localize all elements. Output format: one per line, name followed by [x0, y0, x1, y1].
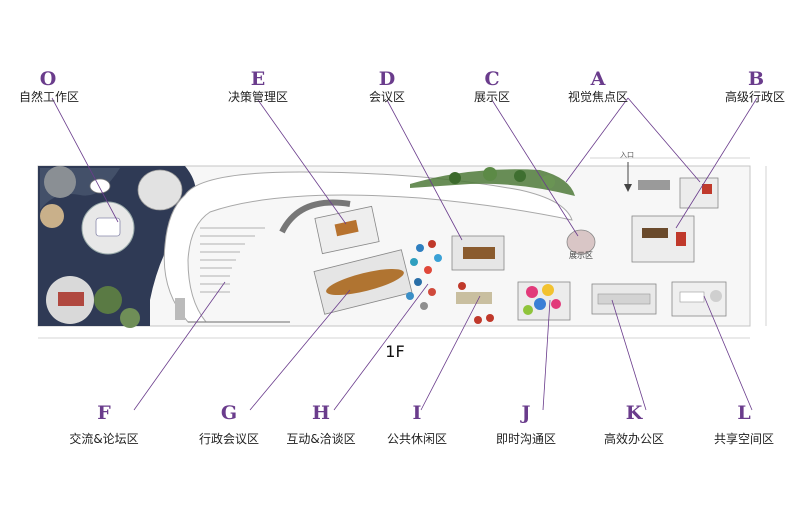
entrance-tag: 入口: [620, 151, 634, 159]
leader-lines: [51, 97, 758, 411]
zone-letter-j: J: [521, 402, 531, 424]
zone-label-meeting: 会议区: [368, 90, 405, 104]
zone-letter-l: L: [737, 402, 751, 424]
zone-label-decision-management: 决策管理区: [227, 90, 288, 104]
zone-label-natural-work: 自然工作区: [18, 90, 79, 104]
zone-label-public-leisure: 公共休闲区: [386, 432, 447, 446]
round-seat: [44, 166, 76, 198]
meeting-table: [463, 247, 495, 259]
sofa: [456, 292, 492, 304]
meeting-table: [58, 292, 84, 306]
round-seat: [40, 204, 64, 228]
zone-letter-h: H: [312, 402, 330, 424]
zone-label-exchange-forum: 交流&论坛区: [69, 432, 139, 446]
zone-label-instant-communication: 即时沟通区: [495, 432, 556, 446]
plant: [94, 286, 122, 314]
zone-letter-i: I: [412, 402, 422, 424]
zone-letter-g: G: [220, 402, 238, 424]
zone-label-executive-meeting: 行政会议区: [198, 432, 259, 446]
zone-letter-k: K: [625, 402, 643, 424]
zone-label-interactive-negotiation: 互动&洽谈区: [286, 432, 356, 446]
zone-letter-f: F: [97, 402, 111, 424]
zone-label-senior-executive: 高级行政区: [724, 90, 785, 104]
interactive-chairs: [406, 240, 442, 310]
executive-meeting-table: [326, 268, 404, 296]
zone-label-visual-focus: 视觉焦点区: [567, 90, 628, 104]
forum-seating: [175, 227, 265, 320]
curved-stair: [279, 199, 351, 234]
zone-letter-o: O: [39, 68, 57, 90]
reception-desk: [638, 180, 670, 190]
zone-letter-b: B: [747, 68, 765, 90]
showcase-tag: 展示区: [569, 251, 593, 260]
instant-communication-area: [517, 281, 571, 321]
lounge-chair: [137, 169, 183, 211]
zone-label-shared-space: 共享空间区: [713, 432, 774, 446]
zone-letter-c: C: [484, 68, 500, 90]
zone-letter-e: E: [250, 68, 266, 90]
zone-letter-a: A: [590, 68, 606, 90]
zone-label-showcase: 展示区: [473, 90, 510, 104]
executive-lounge: [679, 177, 719, 209]
plant: [120, 308, 140, 328]
floor-label: 1F: [385, 342, 405, 361]
zone-letter-d: D: [378, 68, 396, 90]
zone-label-efficient-office: 高效办公区: [603, 432, 664, 446]
showcase-podium: [566, 229, 596, 255]
